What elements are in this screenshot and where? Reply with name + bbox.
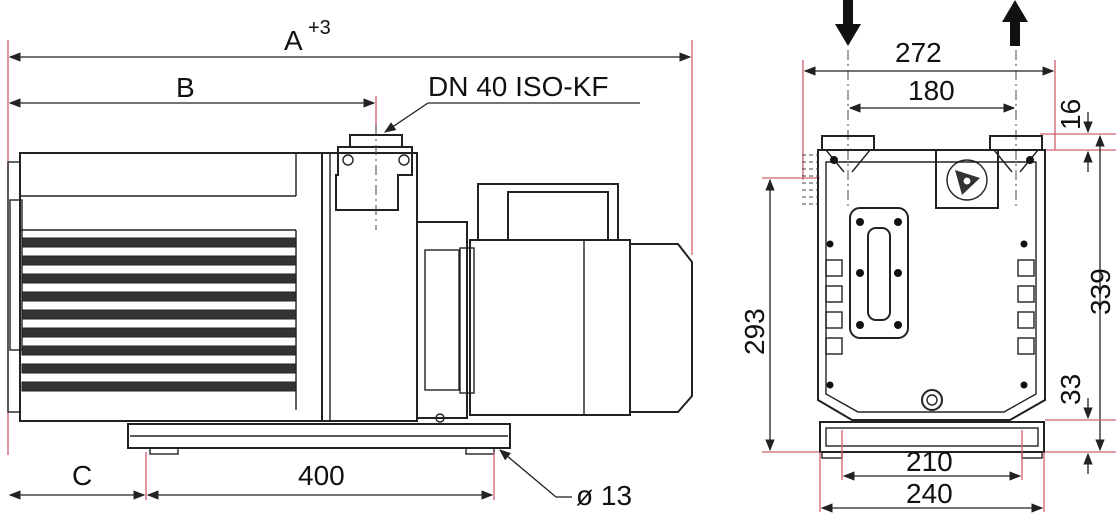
dimension-b: B xyxy=(8,72,377,130)
dimension-16: 16 xyxy=(1040,99,1116,172)
dimension-339-label: 339 xyxy=(1085,268,1116,315)
dimension-33-label: 33 xyxy=(1055,374,1086,405)
dimension-16-label: 16 xyxy=(1055,99,1086,130)
hole-callout: ø 13 xyxy=(499,449,632,511)
dimension-240: 240 xyxy=(819,452,1045,513)
dimension-a-tolerance: +3 xyxy=(308,17,331,39)
dimension-272-label: 272 xyxy=(895,37,942,68)
dimension-180: 180 xyxy=(847,50,1017,210)
coupling xyxy=(416,221,475,419)
front-view: 272 180 16 339 293 xyxy=(739,0,1116,513)
dimension-400-label: 400 xyxy=(298,460,345,491)
dimension-c-400: C 400 xyxy=(8,452,495,500)
motor xyxy=(469,183,693,416)
flange-callout: DN 40 ISO-KF xyxy=(384,71,640,133)
dimension-180-label: 180 xyxy=(908,75,955,106)
side-view: A +3 B DN 40 ISO-KF xyxy=(7,17,693,511)
dimension-c-label: C xyxy=(72,460,92,491)
dimension-339: 339 xyxy=(1045,134,1116,453)
hole-diameter-label: ø 13 xyxy=(576,480,632,511)
pump-front-body xyxy=(802,135,1046,421)
dimension-33: 33 xyxy=(1045,374,1116,474)
hatching xyxy=(802,154,818,205)
dimension-a-label: A xyxy=(284,25,303,56)
flange-label: DN 40 ISO-KF xyxy=(428,71,608,102)
pump-foot xyxy=(819,421,1045,459)
arrow-up-icon xyxy=(1002,0,1028,46)
inlet-flange xyxy=(335,125,413,230)
dimension-240-label: 240 xyxy=(906,478,953,509)
dimension-210: 210 xyxy=(841,430,1023,481)
pump-body xyxy=(7,152,418,422)
dimension-272: 272 xyxy=(802,37,1056,180)
dimension-293-label: 293 xyxy=(739,308,770,355)
dimension-b-label: B xyxy=(176,72,195,103)
base-plate xyxy=(127,413,511,455)
dimension-210-label: 210 xyxy=(906,446,953,477)
dimension-293: 293 xyxy=(739,177,822,453)
arrow-down-icon xyxy=(835,0,861,46)
